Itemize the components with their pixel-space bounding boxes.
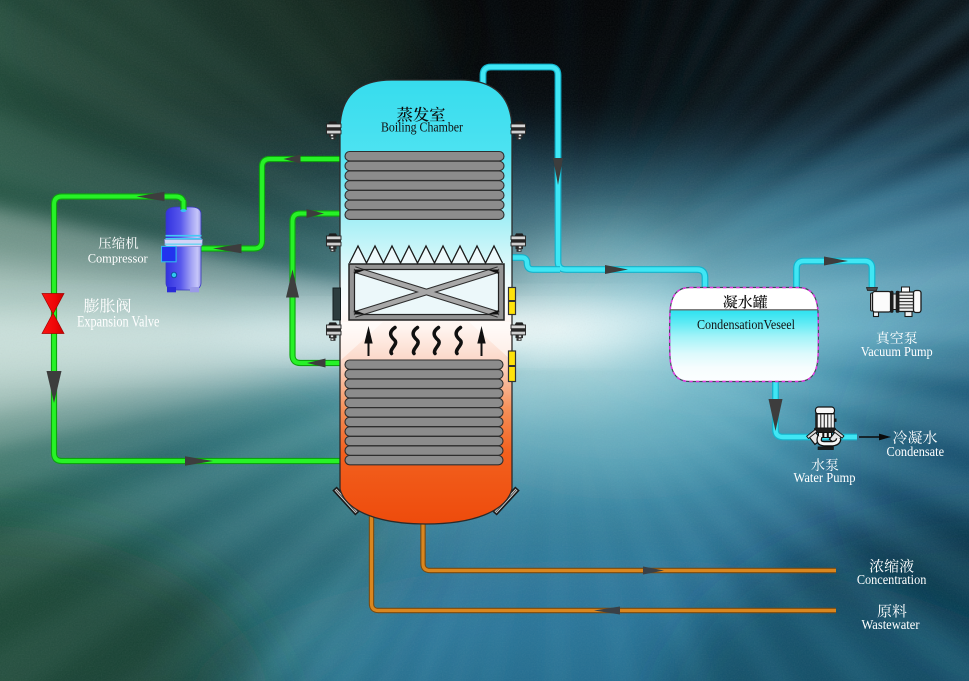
svg-text:Compressor: Compressor <box>88 251 149 266</box>
svg-text:CondensationVeseel: CondensationVeseel <box>697 318 795 333</box>
svg-text:Concentration: Concentration <box>857 572 927 587</box>
svg-text:Condensate: Condensate <box>887 444 945 459</box>
svg-text:Water Pump: Water Pump <box>794 470 856 485</box>
svg-text:Expansion Valve: Expansion Valve <box>77 314 160 331</box>
svg-text:Boiling Chamber: Boiling Chamber <box>381 120 463 135</box>
svg-text:Wastewater: Wastewater <box>862 617 920 632</box>
svg-text:Vacuum Pump: Vacuum Pump <box>861 345 933 360</box>
